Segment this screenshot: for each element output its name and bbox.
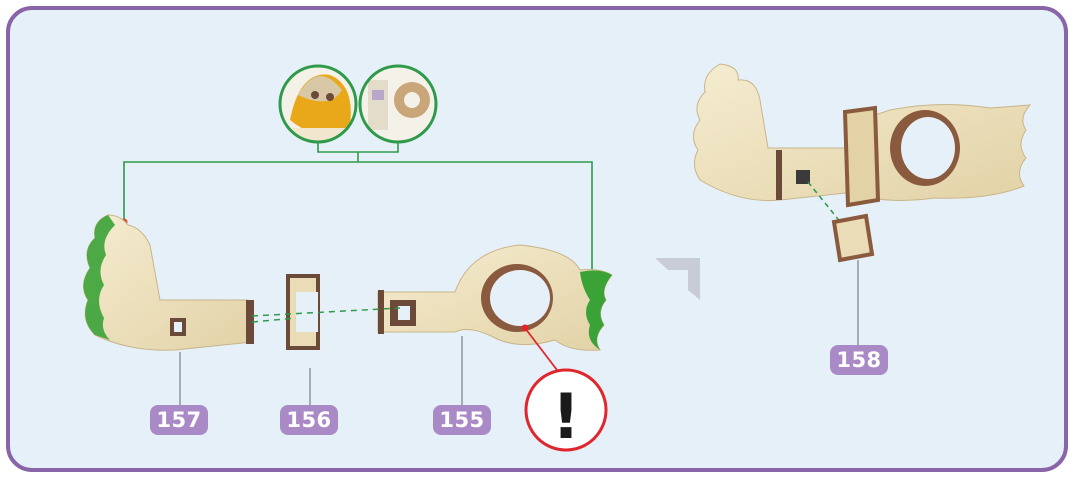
part-number-155: 155 (433, 405, 491, 435)
part-157-tail-piece (83, 215, 254, 350)
next-step-arrow-icon (655, 258, 700, 300)
part-number-157: 157 (150, 405, 208, 435)
part-155-ring-piece (378, 245, 612, 350)
part-number-158: 158 (830, 345, 888, 375)
part-number-156: 156 (280, 405, 338, 435)
detail-magnifier-left (280, 66, 356, 145)
svg-text:!: ! (552, 380, 580, 453)
assembled-result-piece (693, 64, 1030, 260)
part-156-connector (288, 276, 318, 348)
detail-magnifier-right (360, 66, 436, 142)
